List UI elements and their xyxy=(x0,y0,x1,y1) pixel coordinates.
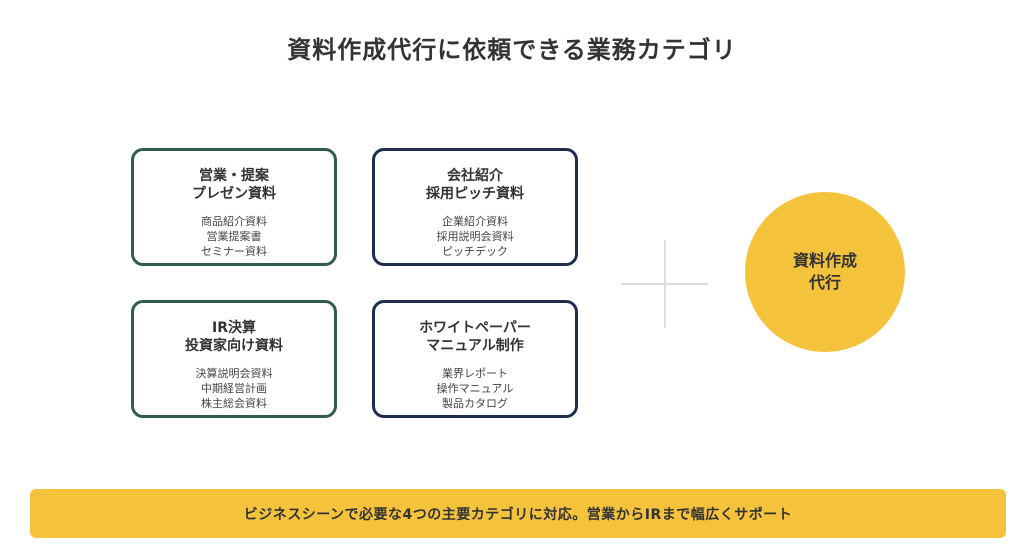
card-item: 操作マニュアル xyxy=(436,382,514,395)
category-card-sales: 営業・提案 プレゼン資料 商品紹介資料 営業提案書 セミナー資料 xyxy=(131,148,337,266)
summary-banner-text: ビジネスシーンで必要な4つの主要カテゴリに対応。営業からIRまで幅広くサポート xyxy=(243,506,793,523)
service-circle-label-line: 資料作成 xyxy=(792,251,857,270)
summary-banner: ビジネスシーンで必要な4つの主要カテゴリに対応。営業からIRまで幅広くサポート xyxy=(30,489,1006,538)
card-title: ホワイトペーパー マニュアル制作 xyxy=(375,319,575,355)
page-title: 資料作成代行に依頼できる業務カテゴリ xyxy=(287,36,737,64)
card-item-list: 決算説明会資料 中期経営計画 株主総会資料 xyxy=(134,366,334,411)
service-circle-label-line: 代行 xyxy=(808,273,841,292)
plus-connector-vertical xyxy=(664,240,666,328)
card-item: 株主総会資料 xyxy=(201,397,267,410)
card-item: ピッチデック xyxy=(442,245,508,258)
card-item: 採用説明会資料 xyxy=(436,230,514,243)
card-item: 製品カタログ xyxy=(442,397,508,410)
card-title-line: IR決算 xyxy=(212,320,256,336)
card-item: 企業紹介資料 xyxy=(442,215,508,228)
category-card-whitepaper: ホワイトペーパー マニュアル制作 業界レポート 操作マニュアル 製品カタログ xyxy=(372,300,578,418)
card-item-list: 業界レポート 操作マニュアル 製品カタログ xyxy=(375,366,575,411)
category-card-ir: IR決算 投資家向け資料 決算説明会資料 中期経営計画 株主総会資料 xyxy=(131,300,337,418)
card-title: 営業・提案 プレゼン資料 xyxy=(134,167,334,203)
card-title-line: 投資家向け資料 xyxy=(185,338,283,354)
card-item: 商品紹介資料 xyxy=(201,215,267,228)
card-title-line: 採用ピッチ資料 xyxy=(426,186,524,202)
card-item: 中期経営計画 xyxy=(201,382,267,395)
card-item: 業界レポート xyxy=(442,367,508,380)
service-circle: 資料作成 代行 xyxy=(745,192,905,352)
card-item: 営業提案書 xyxy=(206,230,262,243)
card-title-line: ホワイトペーパー xyxy=(419,320,531,336)
card-title-line: 会社紹介 xyxy=(447,168,503,184)
card-title: 会社紹介 採用ピッチ資料 xyxy=(375,167,575,203)
card-title-line: マニュアル制作 xyxy=(426,338,524,354)
card-title: IR決算 投資家向け資料 xyxy=(134,319,334,355)
card-item-list: 企業紹介資料 採用説明会資料 ピッチデック xyxy=(375,214,575,259)
card-item: セミナー資料 xyxy=(201,245,267,258)
card-title-line: 営業・提案 xyxy=(199,168,269,184)
category-card-company: 会社紹介 採用ピッチ資料 企業紹介資料 採用説明会資料 ピッチデック xyxy=(372,148,578,266)
service-circle-label: 資料作成 代行 xyxy=(793,250,857,294)
card-item-list: 商品紹介資料 営業提案書 セミナー資料 xyxy=(134,214,334,259)
card-item: 決算説明会資料 xyxy=(195,367,273,380)
card-title-line: プレゼン資料 xyxy=(192,186,276,202)
